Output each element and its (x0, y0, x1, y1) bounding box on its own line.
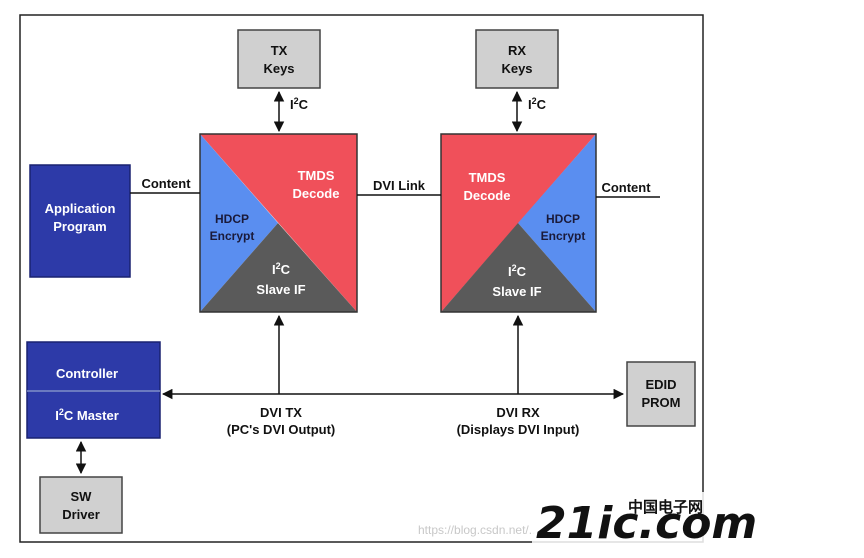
dvi-tx-line2: (PC's DVI Output) (227, 422, 336, 437)
tx-keys-line1: TX (271, 43, 288, 58)
content-left-label: Content (141, 176, 191, 191)
controller-label: Controller (56, 366, 118, 381)
rx-slave-line2: Slave IF (492, 284, 541, 299)
tx-hdcp-region (200, 134, 278, 312)
sw-driver-line2: Driver (62, 507, 100, 522)
rx-slave-line1: I2C (508, 263, 527, 279)
tx-tmds-line1: TMDS (298, 168, 335, 183)
tx-tmds-line2: Decode (293, 186, 340, 201)
tx-tmds-region (200, 134, 357, 312)
content-right-label: Content (601, 180, 651, 195)
application-line1: Application (45, 201, 116, 216)
diagram-frame (19, 14, 704, 543)
tx-keys-block: TX Keys (237, 29, 321, 89)
edid-line1: EDID (645, 377, 676, 392)
dvi-rx-line1: DVI RX (496, 405, 540, 420)
i2c-tx-label: I2C (290, 96, 309, 112)
dvi-tx-line1: DVI TX (260, 405, 302, 420)
tx-keys-line2: Keys (263, 61, 294, 76)
i2c-master-label: I2C Master (55, 407, 119, 423)
rx-tmds-line2: Decode (464, 188, 511, 203)
rx-keys-line2: Keys (501, 61, 532, 76)
rx-keys-line1: RX (508, 43, 526, 58)
edid-line2: PROM (642, 395, 681, 410)
tx-slave-line2: Slave IF (256, 282, 305, 297)
tx-slave-region (200, 223, 357, 312)
rx-tmds-line1: TMDS (469, 170, 506, 185)
tx-hdcp-line2: Encrypt (210, 229, 255, 243)
tx-hdcp-line1: HDCP (215, 212, 249, 226)
rx-chip: TMDS Decode HDCP Encrypt I2C Slave IF (440, 133, 597, 313)
rx-hdcp-line1: HDCP (546, 212, 580, 226)
rx-hdcp-region (518, 134, 596, 312)
controller-block: Controller I2C Master (26, 341, 161, 439)
watermark-url: https://blog.csdn.net/... (418, 523, 539, 537)
rx-slave-region (441, 223, 596, 312)
dvi-link-label: DVI Link (373, 178, 426, 193)
sw-driver-line1: SW (71, 489, 93, 504)
watermark: https://blog.csdn.net/... 21ic.com 中国电子网 (418, 492, 757, 549)
rx-hdcp-line2: Encrypt (541, 229, 586, 243)
application-program-block: Application Program (29, 164, 131, 278)
rx-keys-block: RX Keys (475, 29, 559, 89)
edid-prom-block: EDID PROM (626, 361, 696, 427)
application-line2: Program (53, 219, 106, 234)
tx-slave-line1: I2C (272, 261, 291, 277)
i2c-rx-label: I2C (528, 96, 547, 112)
watermark-logo: 21ic.com (536, 498, 757, 549)
tx-chip: TMDS Decode HDCP Encrypt I2C Slave IF (199, 133, 358, 313)
dvi-rx-line2: (Displays DVI Input) (457, 422, 580, 437)
watermark-logo-cn: 中国电子网 (628, 498, 703, 516)
sw-driver-block: SW Driver (39, 476, 123, 534)
